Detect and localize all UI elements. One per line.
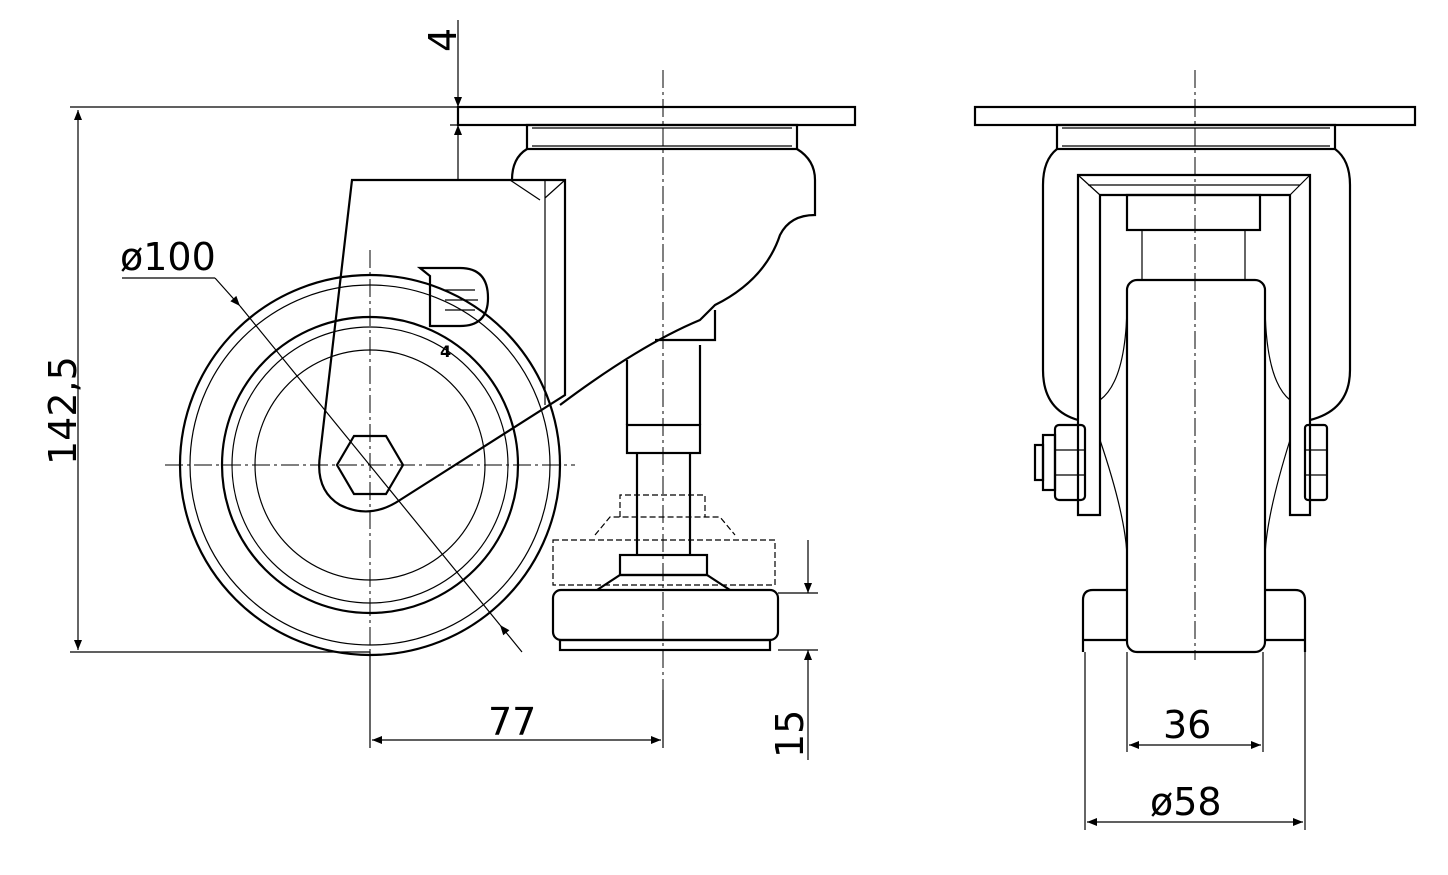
- dim-wheel-width: 36: [1163, 703, 1211, 747]
- logo-number: 4: [440, 342, 451, 361]
- leveling-foot: [551, 310, 780, 652]
- front-view: [973, 70, 1417, 660]
- dim-wheel-diameter: ø100: [120, 235, 216, 279]
- logo: 4: [416, 266, 490, 361]
- dim-foot-diameter: ø58: [1150, 780, 1222, 824]
- side-view: 4: [165, 70, 857, 690]
- swivel-ring: [525, 123, 799, 151]
- dim-offset: 77: [488, 700, 536, 744]
- top-plate: [456, 105, 857, 127]
- dim-plate-offset: 4: [421, 28, 465, 52]
- housing-body: [510, 148, 817, 406]
- axle-nut: [335, 434, 405, 496]
- ring-knurl: [532, 127, 792, 147]
- dim-total-height: 142,5: [41, 356, 85, 465]
- dimension-lines: 142,5 4 ø100 77 15: [41, 20, 818, 760]
- dim-foot-height: 15: [768, 710, 812, 758]
- front-dimension-lines: 36 ø58: [1084, 652, 1306, 830]
